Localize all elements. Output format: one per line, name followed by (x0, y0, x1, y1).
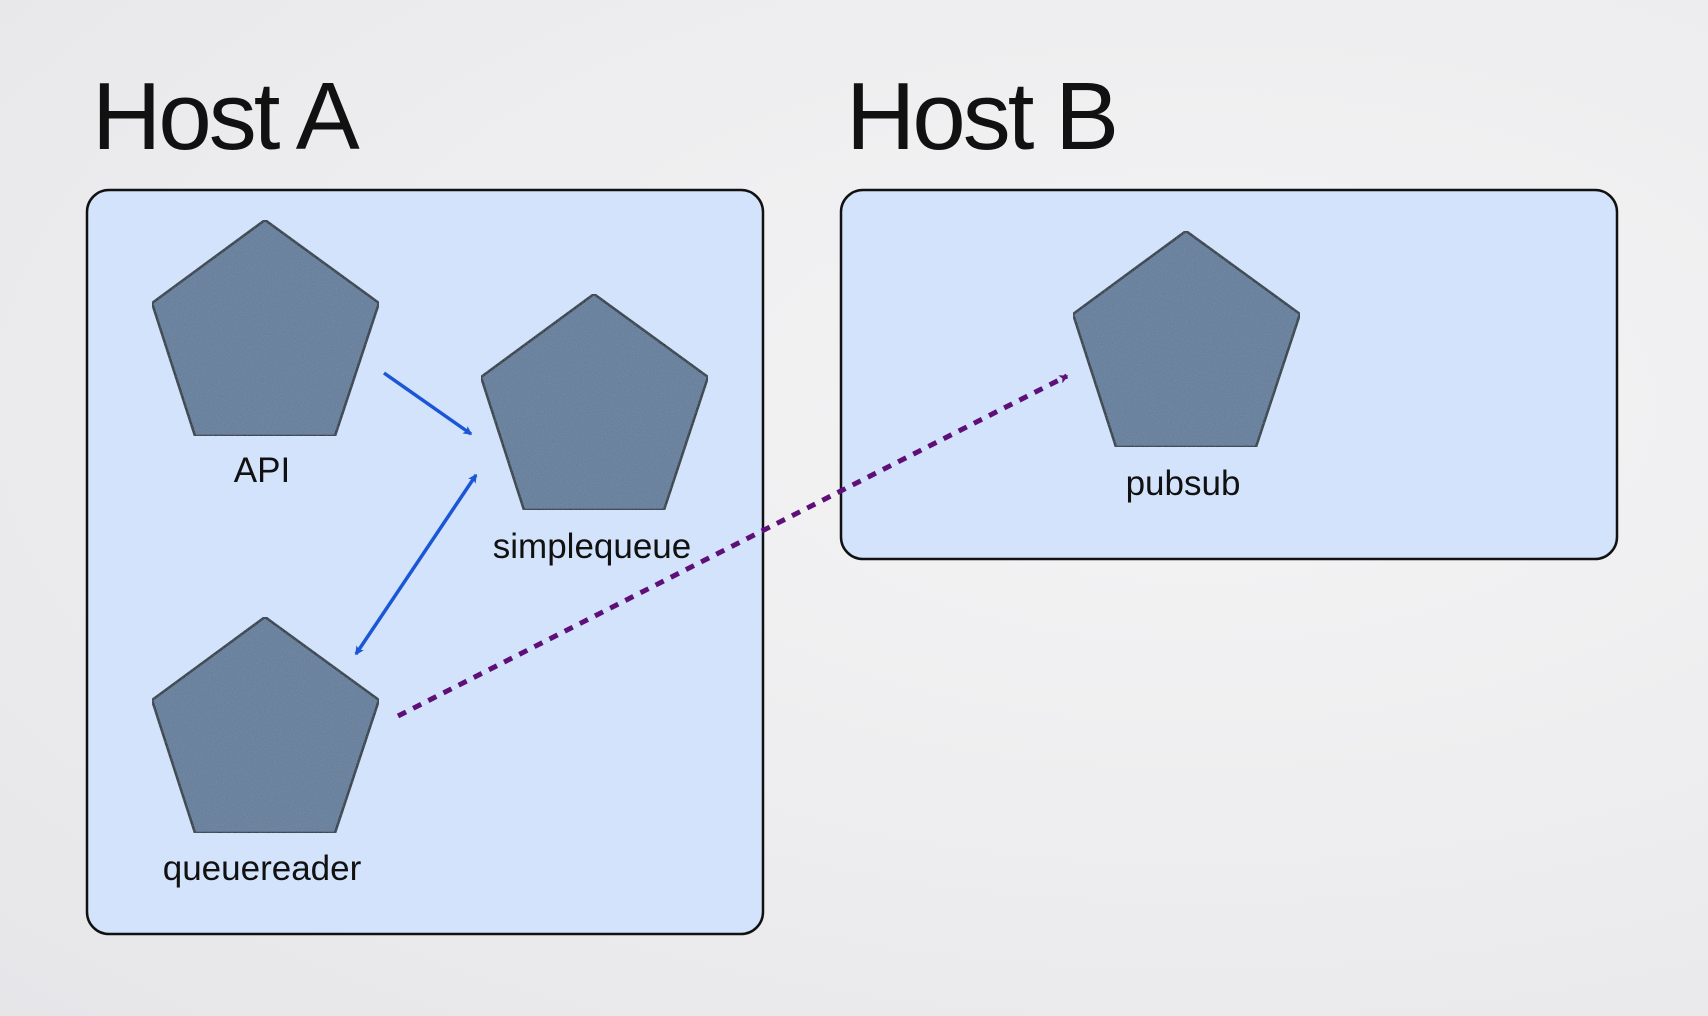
host-a-title: Host A (92, 63, 360, 170)
queuereader-label: queuereader (163, 849, 362, 888)
edge-queuereader-to-pubsub (396, 373, 1069, 719)
edge-queuereader-simplequeue (354, 473, 478, 656)
api-node (150, 218, 381, 438)
queuereader-node (150, 615, 381, 835)
pubsub-node (1071, 229, 1302, 449)
pubsub-label: pubsub (1126, 464, 1241, 503)
edge-api-to-simplequeue (382, 371, 473, 436)
host-b-title: Host B (846, 63, 1119, 170)
simplequeue-label: simplequeue (493, 527, 691, 566)
api-label: API (234, 451, 290, 490)
simplequeue-node (479, 292, 710, 512)
